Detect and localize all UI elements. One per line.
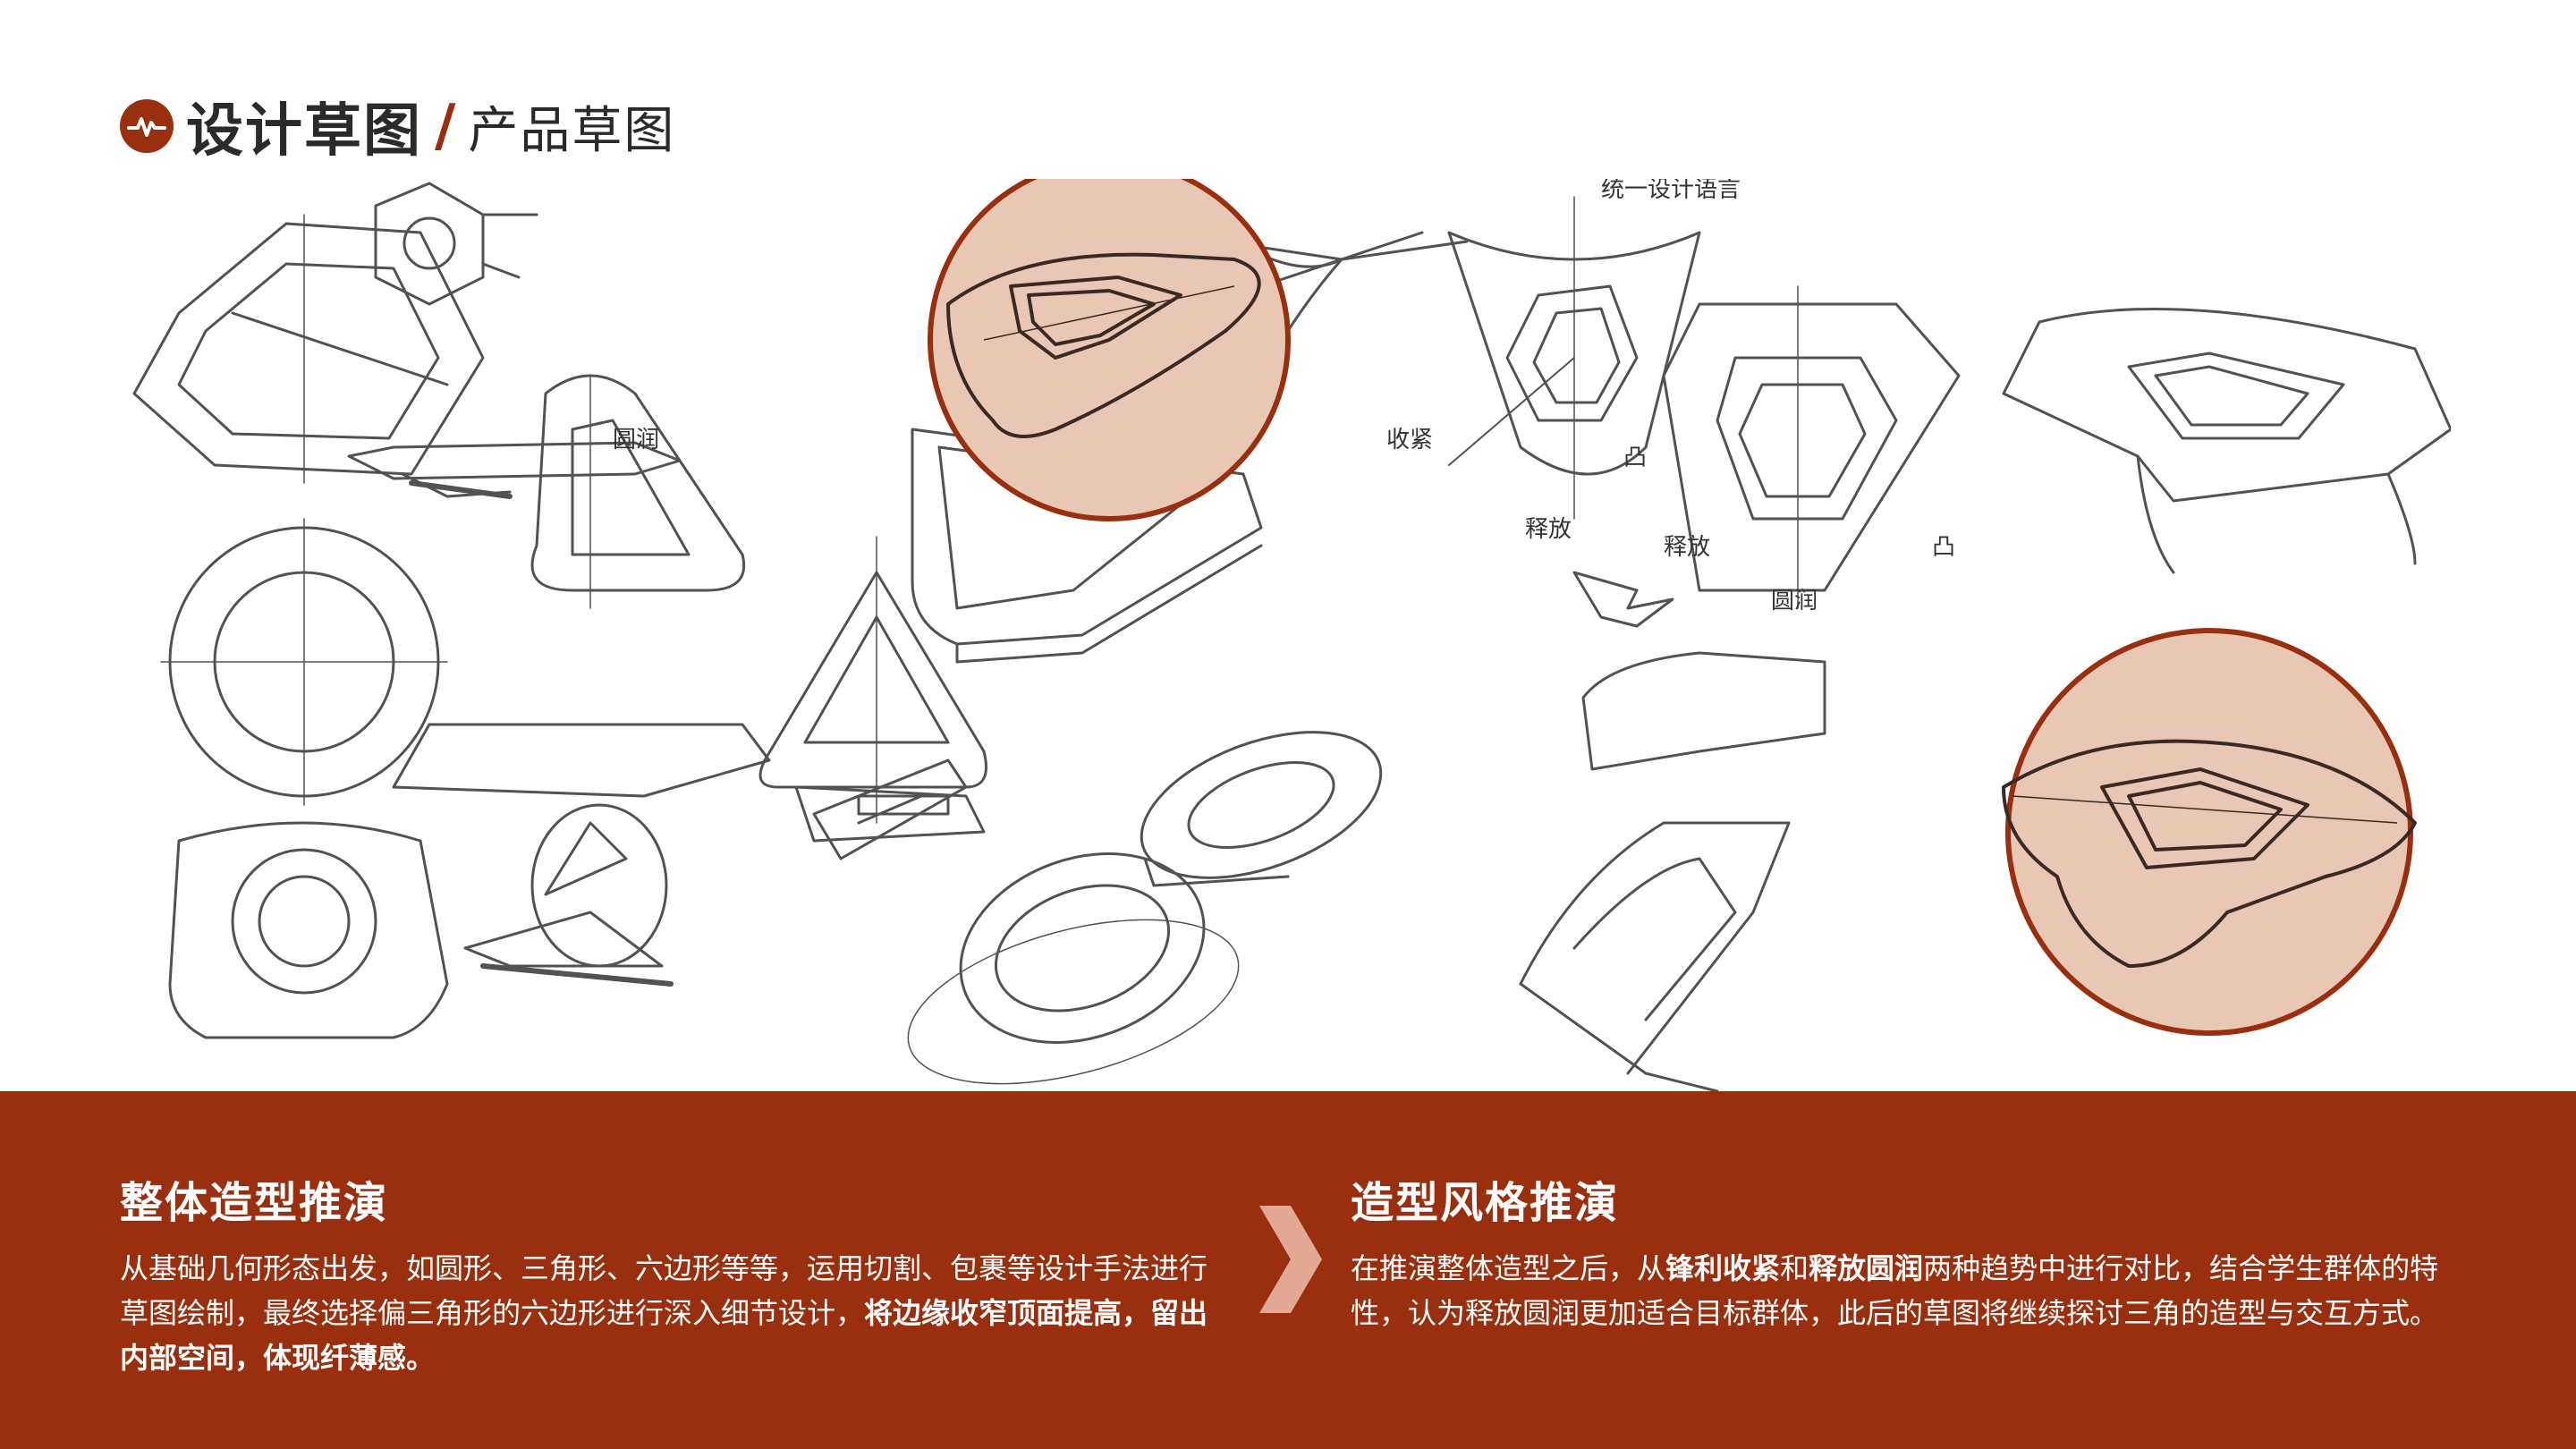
flat-bar-sketch [392, 723, 986, 843]
arrow-shape-sketch [1572, 571, 1674, 628]
note-shrink: 收紧 [1386, 427, 1433, 453]
hexagon-sketch [132, 214, 485, 484]
right-body-text-2: 和 [1780, 1251, 1809, 1285]
detail-highlight-top [928, 158, 1291, 521]
small-hexagon-sketch [374, 182, 538, 306]
knob-sketch [168, 821, 449, 1039]
note-round-2: 圆润 [613, 427, 659, 453]
left-heading: 整体造型推演 [120, 1178, 389, 1228]
hex-perspective-sketch [2002, 307, 2453, 574]
hex-front-sketch-2 [1662, 285, 1961, 609]
curved-arm-sketch [1519, 651, 1826, 1093]
oval-dish-sketch [907, 852, 1240, 1085]
note-unified-language: 统一设计语言 [1601, 179, 1741, 203]
right-body-bold-1: 锋利收紧 [1665, 1251, 1781, 1285]
oval-ring-sketch [1140, 731, 1383, 887]
page-header: 设计草图 / 产品草图 [120, 86, 675, 166]
left-description: 整体造型推演 从基础几何形态出发，如圆形、三角形、六边形等等，运用切割、包裹等设… [120, 1167, 1220, 1380]
note-convex-2: 凸 [1932, 534, 1955, 561]
right-description: 造型风格推演 在推演整体造型之后，从锋利收紧和释放圆润两种趋势中进行对比，结合学… [1351, 1167, 2469, 1335]
right-body: 在推演整体造型之后，从锋利收紧和释放圆润两种趋势中进行对比，结合学生群体的特性，… [1351, 1246, 2469, 1335]
right-body-bold-2: 释放圆润 [1809, 1251, 1924, 1285]
note-convex-1: 凸 [1623, 445, 1647, 471]
triangle-sketch [758, 536, 987, 824]
note-round-1: 圆润 [1771, 588, 1818, 614]
detail-highlight-bottom [2002, 628, 2417, 1036]
left-body-text: 从基础几何形态出发，如圆形、三角形、六边形等等，运用切割、包裹等设计手法进行草图… [120, 1251, 1208, 1330]
rounded-triangle-sketch [530, 374, 745, 609]
page-title: 设计草图 [186, 98, 422, 165]
left-body: 从基础几何形态出发，如圆形、三角形、六边形等等，运用切割、包裹等设计手法进行草图… [120, 1246, 1220, 1380]
title-divider: / [435, 93, 456, 159]
right-body-text-3: 两种趋势中进行对比，结合学生群体的特性，认为释放圆润更加适合目标群体，此后的草图… [1351, 1251, 2439, 1330]
note-release-2: 释放 [1664, 534, 1710, 561]
right-body-text-1: 在推演整体造型之后，从 [1351, 1251, 1666, 1285]
pulse-icon [120, 99, 174, 153]
sketch-drawing: 统一设计语言 收紧 释放 释放 圆润 圆润 凸 凸 [132, 158, 2453, 1093]
left-body-bold: 将边缘收窄顶面提高，留出内部空间，体现纤薄感。 [120, 1296, 1208, 1375]
chevron-right-icon [1259, 1206, 1322, 1313]
pointer-sketch [463, 803, 674, 987]
page-subtitle: 产品草图 [468, 101, 676, 160]
right-heading: 造型风格推演 [1351, 1178, 1620, 1228]
circle-sketch [160, 518, 448, 806]
note-release-1: 释放 [1525, 516, 1572, 543]
hex-front-sketch-1 [1447, 196, 1701, 520]
sketch-board: 统一设计语言 收紧 释放 释放 圆润 圆润 凸 凸 [125, 158, 2453, 1093]
blade-sketch [812, 758, 968, 860]
